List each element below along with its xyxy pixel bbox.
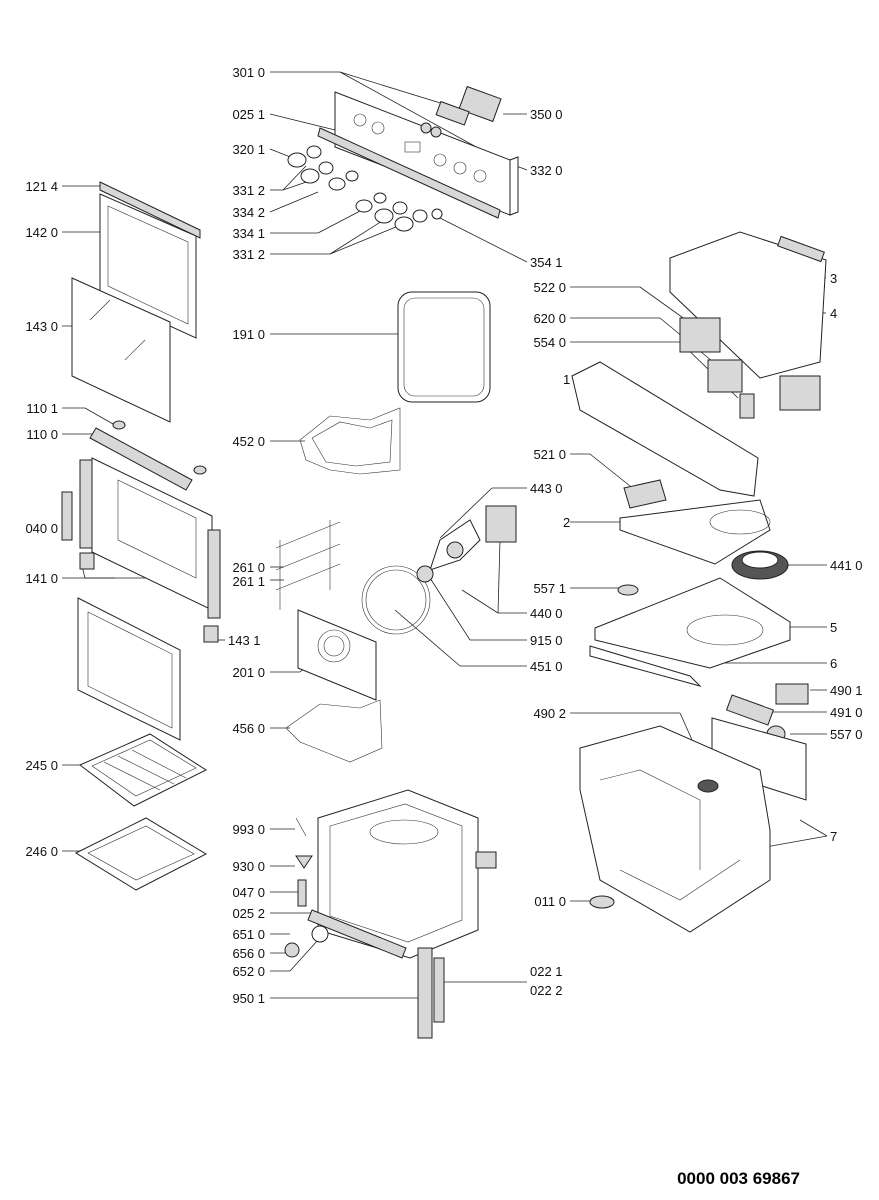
callout-label: 557 0: [830, 727, 863, 742]
callout-label: 915 0: [530, 633, 563, 648]
callout-label: 141 0: [25, 571, 58, 586]
callout-label: 143 0: [25, 319, 58, 334]
callout-label: 022 2: [530, 983, 563, 998]
callout-label: 490 2: [533, 706, 566, 721]
callout-label: 332 0: [530, 163, 563, 178]
callout-label: 443 0: [530, 481, 563, 496]
callout-label: 011 0: [534, 894, 566, 909]
callout-label: 651 0: [232, 927, 265, 942]
callout-label: 246 0: [25, 844, 58, 859]
callout-label: 656 0: [232, 946, 265, 961]
callout-label: 025 1: [232, 107, 265, 122]
callout-label: 350 0: [530, 107, 563, 122]
callout-label: 490 1: [830, 683, 863, 698]
callout-label: 301 0: [232, 65, 265, 80]
callout-label: 2: [563, 515, 570, 530]
callout-label: 451 0: [530, 659, 563, 674]
callout-label: 491 0: [830, 705, 863, 720]
callout-label: 354 1: [530, 255, 563, 270]
callout-label: 334 1: [232, 226, 265, 241]
callout-label: 993 0: [232, 822, 265, 837]
callout-label: 557 1: [533, 581, 566, 596]
callout-label: 201 0: [232, 665, 265, 680]
callout-label: 143 1: [228, 633, 261, 648]
callout-label: 950 1: [232, 991, 265, 1006]
callout-label: 121 4: [25, 179, 58, 194]
callout-label: 191 0: [232, 327, 265, 342]
callout-label: 110 1: [26, 401, 58, 416]
callout-label: 110 0: [26, 427, 58, 442]
callout-label: 7: [830, 829, 837, 844]
callout-label: 456 0: [232, 721, 265, 736]
callout-label: 3: [830, 271, 837, 286]
callout-label: 331 2: [232, 247, 265, 262]
callout-label: 521 0: [533, 447, 566, 462]
callout-label: 1: [563, 372, 570, 387]
callout-label: 245 0: [25, 758, 58, 773]
callout-label: 040 0: [25, 521, 58, 536]
callout-label: 522 0: [533, 280, 566, 295]
callout-label: 652 0: [232, 964, 265, 979]
callout-label: 320 1: [232, 142, 265, 157]
callout-label: 142 0: [25, 225, 58, 240]
callout-label: 5: [830, 620, 837, 635]
callout-label: 440 0: [530, 606, 563, 621]
callout-label: 554 0: [533, 335, 566, 350]
callout-label: 022 1: [530, 964, 563, 979]
document-number: 0000 003 69867: [677, 1169, 800, 1188]
callout-label: 261 0: [232, 560, 265, 575]
callout-label: 334 2: [232, 205, 265, 220]
callout-label: 6: [830, 656, 837, 671]
oven-box-group: [284, 789, 497, 1039]
callout-label: 620 0: [533, 311, 566, 326]
callout-label: 331 2: [232, 183, 265, 198]
callout-label: 452 0: [232, 434, 265, 449]
callout-label: 441 0: [830, 558, 863, 573]
oven-door-group: [61, 181, 221, 891]
callout-label: 4: [830, 306, 837, 321]
callout-label: 025 2: [232, 906, 265, 921]
callout-label: 930 0: [232, 859, 265, 874]
callout-labels: 301 0 025 1 320 1 331 2 334 2 334 1 331 …: [25, 65, 862, 1188]
back-frame-group: [571, 231, 827, 933]
callout-label: 261 1: [232, 574, 265, 589]
callout-label: 047 0: [232, 885, 265, 900]
cavity-parts-group: [275, 291, 517, 763]
control-panel-group: [287, 85, 519, 232]
